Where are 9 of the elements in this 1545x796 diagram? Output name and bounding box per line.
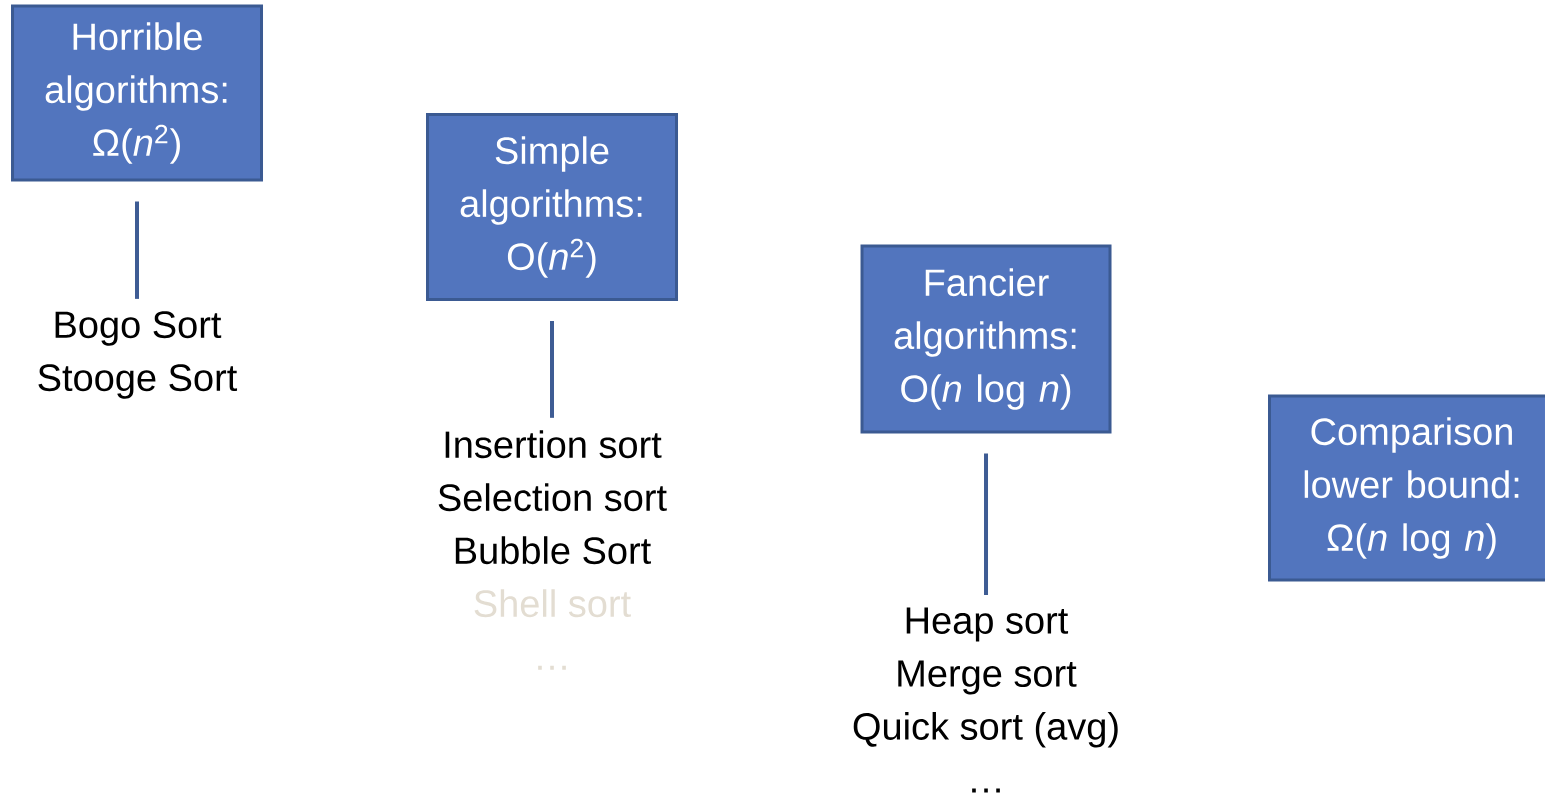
algorithm-box: Horrible algorithms: Ω(n$^{2}$)	[11, 4, 263, 182]
sort-list: Heap sort Merge sort Quick sort (avg) …	[853, 607, 1118, 793]
algorithm-box: Comparison lower bound: Ω(n log n)	[1268, 394, 1545, 582]
algorithm-box: Simple algorithms: O(n$^{2}$)	[426, 113, 678, 301]
connector-line	[550, 321, 554, 418]
algorithm-box: Fancier algorithms: O(n log n)	[860, 244, 1112, 434]
connector-line	[984, 453, 988, 595]
connector-line	[135, 201, 139, 299]
sort-list: Bogo Sort Stooge Sort	[38, 311, 238, 399]
